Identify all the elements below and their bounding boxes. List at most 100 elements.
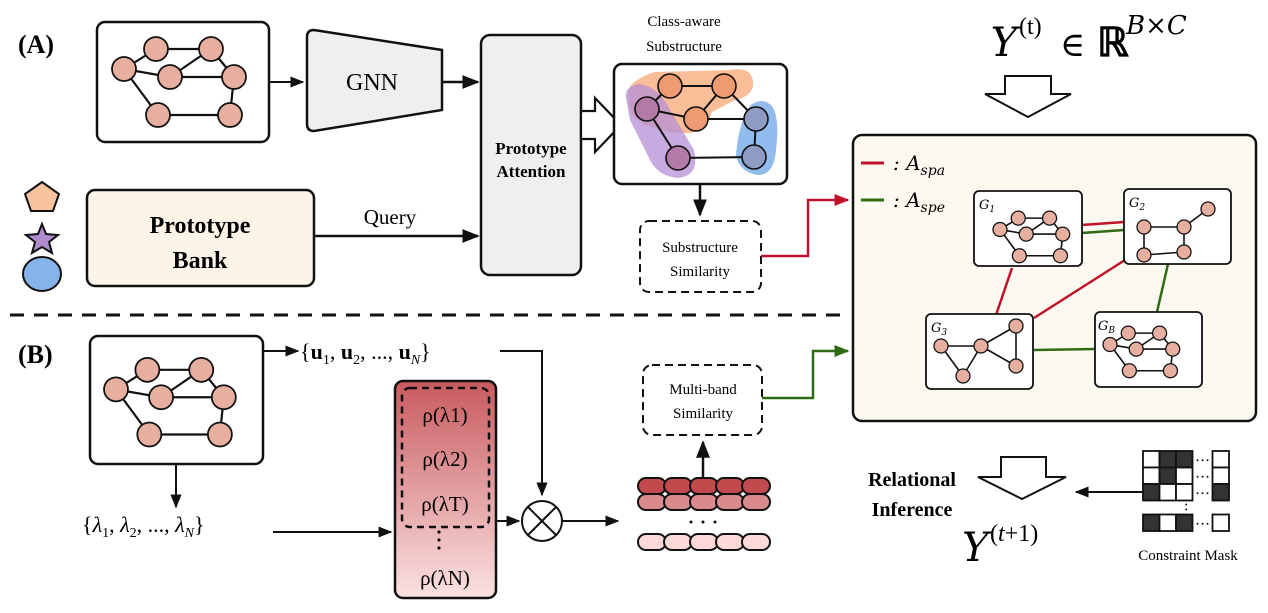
svg-text:B×C: B×C bbox=[1125, 11, 1187, 41]
edge-g2-gb-spe bbox=[1155, 263, 1170, 313]
prototype-attention-block: Prototype Attention bbox=[479, 33, 583, 277]
mask-cell bbox=[1211, 513, 1230, 532]
edge-g1-g2-spa bbox=[1081, 220, 1125, 227]
edge-g2-g3-spa bbox=[1033, 258, 1126, 320]
graph-node bbox=[111, 56, 137, 82]
graph-node bbox=[143, 36, 169, 62]
graph-node bbox=[198, 36, 224, 62]
mask-cell bbox=[1142, 483, 1161, 502]
graph-node bbox=[665, 145, 691, 171]
substructure-title-line1: Class-aware bbox=[647, 14, 721, 30]
inference-hollow-arrow-icon bbox=[977, 456, 1067, 501]
graph-node bbox=[955, 368, 971, 384]
graph-gb: GB bbox=[1094, 311, 1203, 388]
graph-node bbox=[1008, 318, 1024, 334]
graph-node bbox=[711, 73, 737, 99]
spa-connector-arrow bbox=[761, 194, 850, 258]
graph-node bbox=[207, 421, 233, 448]
graph-node bbox=[145, 102, 171, 128]
svg-text:Y: Y bbox=[991, 20, 1021, 66]
graph-node bbox=[1010, 210, 1026, 226]
pentagon-icon bbox=[23, 180, 61, 212]
mask-cell bbox=[1158, 450, 1177, 469]
mask-cell bbox=[1211, 450, 1230, 469]
mask-cell bbox=[1158, 513, 1177, 532]
output-formula: Y (t+1) bbox=[962, 521, 1038, 571]
multiband-line2: Similarity bbox=[673, 406, 734, 422]
graph-node bbox=[103, 376, 129, 403]
graph-node bbox=[973, 338, 989, 354]
product-operator-icon bbox=[521, 500, 563, 542]
gnn-block: GNN bbox=[305, 28, 444, 133]
band-cell bbox=[637, 477, 667, 495]
filter-n: ρ(λN) bbox=[420, 566, 470, 590]
attention-label-line2: Attention bbox=[497, 162, 566, 181]
band-cell bbox=[715, 477, 745, 495]
filter-2: ρ(λ2) bbox=[422, 447, 467, 471]
arrow-eigenvectors-to-product bbox=[500, 350, 548, 497]
graph-g2: G2 bbox=[1123, 188, 1232, 265]
graph-node bbox=[1200, 201, 1216, 217]
input-graph-b bbox=[88, 334, 265, 466]
ellipse-icon bbox=[22, 256, 62, 292]
band-cell bbox=[663, 493, 693, 511]
band-cell bbox=[715, 493, 745, 511]
graph-node bbox=[188, 356, 215, 383]
mask-cell bbox=[1142, 513, 1161, 532]
mask-cell bbox=[1175, 450, 1194, 469]
filter-t: ρ(λT) bbox=[421, 492, 468, 516]
graph-node bbox=[741, 144, 767, 170]
mask-cell bbox=[1211, 483, 1230, 502]
graph-node bbox=[1008, 358, 1024, 374]
selected-bands-box bbox=[400, 386, 491, 529]
constraint-mask-label: Constraint Mask bbox=[1138, 548, 1238, 564]
prototype-shapes bbox=[22, 180, 62, 292]
graph-node bbox=[221, 64, 247, 90]
substructure-similarity-box: Substructure Similarity bbox=[639, 220, 762, 293]
multiband-line1: Multi-band bbox=[669, 382, 737, 398]
query-label: Query bbox=[364, 205, 417, 229]
prototype-bank-line2: Bank bbox=[173, 248, 228, 274]
constraint-mask bbox=[1142, 450, 1230, 532]
graph-node bbox=[1176, 219, 1192, 235]
graph-node bbox=[1128, 341, 1144, 357]
graph-node bbox=[743, 106, 769, 132]
graph-node bbox=[210, 384, 237, 411]
substructure-similarity-line1: Substructure bbox=[662, 240, 738, 256]
graph-node bbox=[148, 384, 174, 411]
svg-text:∈: ∈ bbox=[1060, 27, 1085, 64]
svg-text:ℝ: ℝ bbox=[1097, 20, 1129, 65]
svg-text:Y: Y bbox=[962, 525, 992, 571]
star-icon bbox=[23, 221, 61, 256]
spe-connector-arrow bbox=[762, 345, 850, 400]
graph-node bbox=[1165, 341, 1181, 357]
graph-node bbox=[1052, 248, 1069, 264]
graph-node bbox=[1018, 226, 1034, 242]
attention-label-line1: Prototype bbox=[495, 139, 567, 158]
relational-inference-line1: Relational bbox=[868, 469, 956, 491]
graph-node bbox=[1121, 363, 1138, 379]
band-cell bbox=[689, 533, 719, 551]
band-cell bbox=[663, 477, 693, 495]
multiband-similarity-box: Multi-band Similarity bbox=[642, 364, 763, 436]
band-cell bbox=[741, 493, 771, 511]
mask-cell bbox=[1142, 466, 1161, 485]
graph-node bbox=[634, 96, 660, 122]
mask-cell bbox=[1175, 513, 1194, 532]
eigenvectors-label: {u1, u2, ..., uN} bbox=[300, 339, 431, 368]
graph-node bbox=[1162, 363, 1179, 379]
prototype-bank-line1: Prototype bbox=[150, 213, 251, 239]
mask-cell bbox=[1211, 466, 1230, 485]
graph-node bbox=[1102, 336, 1118, 353]
hollow-arrow-icon bbox=[579, 95, 623, 155]
graph-node bbox=[157, 64, 183, 90]
ellipsis-dot bbox=[689, 520, 693, 524]
substructure-title-line2: Substructure bbox=[646, 39, 722, 55]
substructure-similarity-line2: Similarity bbox=[670, 264, 731, 280]
section-a-label: (A) bbox=[18, 30, 54, 59]
graph-node bbox=[1041, 210, 1058, 226]
prototype-bank: Prototype Bank bbox=[85, 188, 316, 288]
spectral-filter-bank: ρ(λ1) ρ(λ2) ρ(λT) ρ(λN) bbox=[393, 379, 498, 600]
svg-text:(t+1): (t+1) bbox=[990, 521, 1038, 547]
band-cell bbox=[637, 533, 667, 551]
